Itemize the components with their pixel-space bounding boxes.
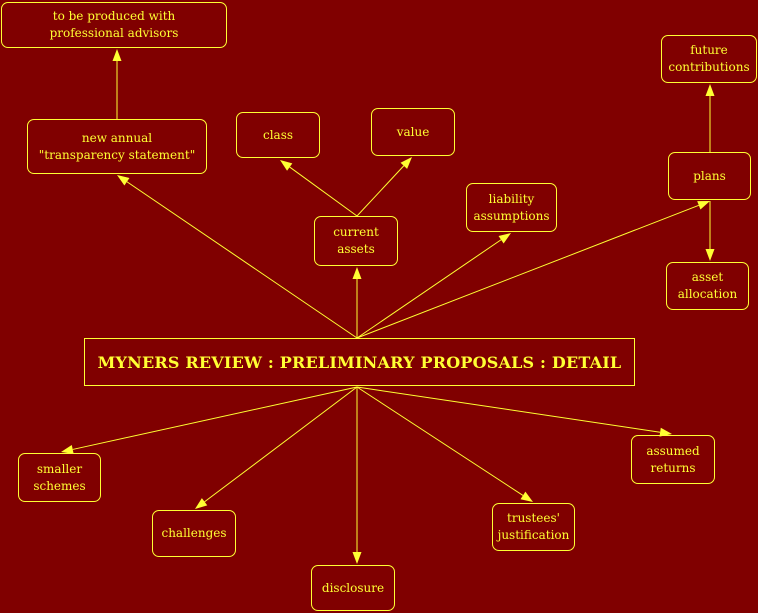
arrowhead	[705, 84, 715, 96]
arrowhead	[498, 233, 511, 244]
connector-line	[72, 386, 358, 450]
connector-line	[356, 204, 699, 339]
arrowhead	[520, 491, 533, 502]
arrowhead	[195, 498, 208, 509]
edge-center-to-disclosure	[352, 387, 362, 564]
edge-current-assets-to-value	[356, 157, 412, 217]
node-value: value	[371, 108, 455, 156]
edge-transparency-to-advisors	[112, 49, 122, 119]
central-title-box: MYNERS REVIEW : PRELIMINARY PROPOSALS : …	[84, 338, 635, 386]
connector-line	[204, 386, 358, 503]
arrowhead	[659, 427, 672, 437]
node-assumed-returns: assumed returns	[631, 435, 715, 484]
node-class: class	[236, 112, 320, 158]
connector-line	[126, 181, 358, 339]
edge-center-to-assumed-returns	[356, 386, 672, 437]
arrowhead	[352, 267, 362, 279]
connector-line	[289, 166, 358, 217]
node-plans: plans	[668, 152, 751, 200]
arrowhead	[352, 552, 362, 564]
edge-center-to-plans	[356, 201, 710, 339]
connector-line	[356, 386, 661, 433]
arrowhead	[61, 445, 74, 454]
arrowhead	[280, 160, 293, 171]
node-future-contributions: future contributions	[661, 35, 757, 83]
edge-center-to-liability	[356, 233, 511, 339]
arrowhead	[117, 175, 130, 186]
node-trustees-justification: trustees' justification	[492, 503, 575, 551]
arrowhead	[705, 249, 715, 261]
node-asset-allocation: asset allocation	[666, 262, 749, 310]
edge-center-to-smaller-schemes	[61, 386, 358, 454]
node-liability-assumptions: liability assumptions	[466, 183, 557, 232]
connector-line	[356, 239, 502, 339]
edge-center-to-challenges	[195, 386, 358, 509]
edge-plans-to-asset-allocation	[705, 201, 715, 261]
connector-line	[356, 165, 405, 217]
edge-current-assets-to-class	[280, 160, 358, 217]
arrowhead	[697, 201, 710, 210]
edge-center-to-transparency	[117, 175, 358, 339]
node-disclosure: disclosure	[311, 565, 395, 611]
arrowhead	[112, 49, 122, 61]
arrowhead	[400, 157, 412, 169]
edge-center-to-trustees	[356, 386, 533, 502]
node-challenges: challenges	[152, 510, 236, 557]
node-current-assets: current assets	[314, 216, 398, 266]
node-transparency-statement: new annual "transparency statement"	[27, 119, 207, 174]
edge-plans-to-future	[705, 84, 715, 152]
connector-line	[356, 386, 524, 496]
node-advisors: to be produced with professional advisor…	[1, 2, 227, 48]
edge-center-to-current-assets	[352, 267, 362, 338]
node-smaller-schemes: smaller schemes	[18, 453, 101, 502]
